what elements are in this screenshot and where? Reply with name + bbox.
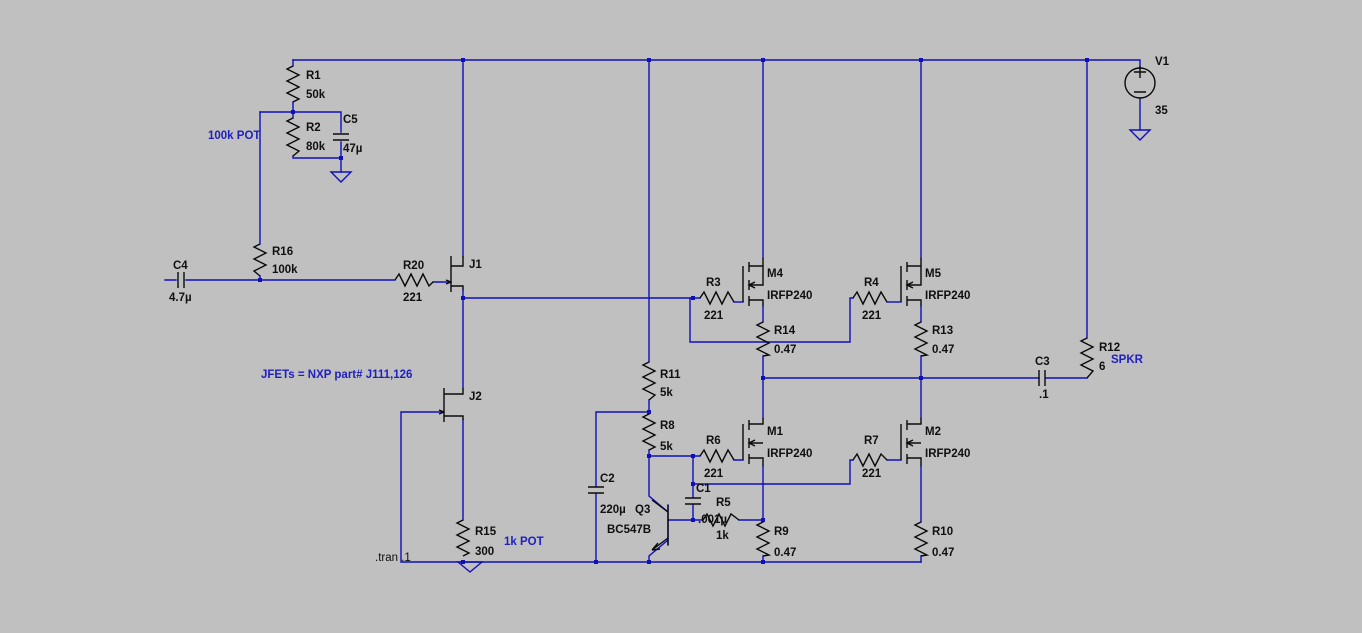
label-R11-value: 5k [660, 387, 673, 399]
resistor-R8 [641, 413, 657, 451]
resistor-R2 [285, 117, 301, 157]
label-R16-name: R16 [272, 246, 293, 258]
resistor-R13 [913, 321, 930, 357]
comment-speaker: SPKR [1111, 354, 1144, 366]
label-C5-value: 47µ [343, 143, 362, 155]
label-R10-value: 0.47 [932, 547, 954, 559]
label-R9-value: 0.47 [774, 547, 796, 559]
label-R6-name: R6 [706, 435, 721, 447]
mosfet-M1 [742, 418, 764, 466]
ground-symbol [329, 129, 1152, 573]
resistor-R6 [699, 448, 735, 464]
mosfet-M2 [900, 418, 922, 466]
label-R2-value: 80k [306, 141, 326, 153]
label-J1-name: J1 [469, 259, 482, 271]
label-R1-name: R1 [306, 70, 321, 82]
component-labels: R1 50k R2 80k C5 47µ R16 100k C4 4.7µ R2… [169, 56, 1170, 559]
label-R10-name: R10 [932, 526, 953, 538]
label-R7-value: 221 [862, 468, 882, 480]
resistor-R15 [455, 519, 471, 557]
label-V1-value: 35 [1155, 105, 1168, 117]
resistor-R1 [285, 65, 301, 103]
capacitor-C4 [177, 272, 185, 288]
label-V1-name: V1 [1155, 56, 1170, 68]
comment-jfet-note: JFETs = NXP part# J111,126 [261, 369, 412, 381]
label-R3-name: R3 [706, 277, 721, 289]
label-R11-name: R11 [660, 369, 681, 381]
label-C1-name: C1 [696, 483, 711, 495]
label-R4-value: 221 [862, 310, 882, 322]
label-R20-value: 221 [403, 292, 423, 304]
label-R8-name: R8 [660, 420, 675, 432]
label-C1-value: .001µ [698, 514, 727, 526]
label-C3-value: .1 [1039, 389, 1049, 401]
capacitor-C3 [1038, 370, 1046, 386]
label-R8-value: 5k [660, 441, 673, 453]
comment-labels: 100k POT 1k POT JFETs = NXP part# J111,1… [208, 130, 1144, 564]
label-C5-name: C5 [343, 114, 358, 126]
label-C4-value: 4.7µ [169, 292, 192, 304]
resistor-R14 [755, 321, 772, 357]
junction-dots [258, 58, 1089, 564]
comment-1k-pot: 1k POT [504, 536, 544, 548]
label-R6-value: 221 [704, 468, 724, 480]
label-C4-name: C4 [173, 260, 188, 272]
label-R9-name: R9 [774, 526, 789, 538]
label-R16-value: 100k [272, 264, 298, 276]
spice-directive: .tran .1 [375, 552, 411, 564]
resistor-R12 [1079, 337, 1095, 379]
label-R12-name: R12 [1099, 342, 1120, 354]
label-R1-value: 50k [306, 89, 326, 101]
label-R15-value: 300 [475, 546, 494, 558]
label-R4-name: R4 [864, 277, 879, 289]
wires [164, 59, 1141, 563]
label-C2-name: C2 [600, 473, 615, 485]
label-R14-value: 0.47 [774, 344, 796, 356]
label-M4-value: IRFP240 [767, 290, 812, 302]
capacitor-C5 [333, 133, 349, 141]
label-M5-name: M5 [925, 268, 942, 280]
label-J2-name: J2 [469, 391, 482, 403]
resistor-R7 [852, 452, 888, 468]
capacitor-C1 [685, 497, 701, 505]
label-C2-value: 220µ [600, 504, 626, 516]
resistor-R4 [852, 290, 888, 306]
label-C3-name: C3 [1035, 356, 1050, 368]
label-M2-value: IRFP240 [925, 448, 970, 460]
mosfet-M5 [900, 258, 922, 306]
resistor-R11 [641, 361, 657, 401]
jfet-J2 [438, 388, 464, 422]
label-M2-name: M2 [925, 426, 941, 438]
label-R5-name: R5 [716, 497, 731, 509]
label-Q3-value: BC547B [607, 524, 651, 536]
label-M5-value: IRFP240 [925, 290, 970, 302]
label-R13-name: R13 [932, 325, 953, 337]
comment-100k-pot: 100k POT [208, 130, 260, 142]
label-M1-name: M1 [767, 426, 784, 438]
resistor-R3 [699, 290, 735, 306]
label-Q3-name: Q3 [635, 504, 650, 516]
jfet-J1 [445, 256, 464, 292]
label-R7-name: R7 [864, 435, 879, 447]
resistor-R10 [913, 521, 930, 557]
resistor-R5 [702, 512, 740, 528]
mosfet-M4 [742, 258, 764, 306]
label-M4-name: M4 [767, 268, 784, 280]
label-R12-value: 6 [1099, 361, 1105, 373]
label-R15-name: R15 [475, 526, 497, 538]
label-R14-name: R14 [774, 325, 796, 337]
label-R5-value: 1k [716, 530, 729, 542]
resistor-R9 [755, 521, 772, 557]
capacitor-C2 [588, 486, 604, 494]
label-R3-value: 221 [704, 310, 724, 322]
resistor-R16 [252, 243, 268, 277]
label-R2-name: R2 [306, 122, 321, 134]
resistor-R20 [394, 272, 434, 288]
label-M1-value: IRFP240 [767, 448, 812, 460]
voltage-source-V1 [1124, 66, 1156, 99]
label-R20-name: R20 [403, 260, 424, 272]
label-R13-value: 0.47 [932, 344, 954, 356]
bjt-Q3 [651, 499, 669, 551]
